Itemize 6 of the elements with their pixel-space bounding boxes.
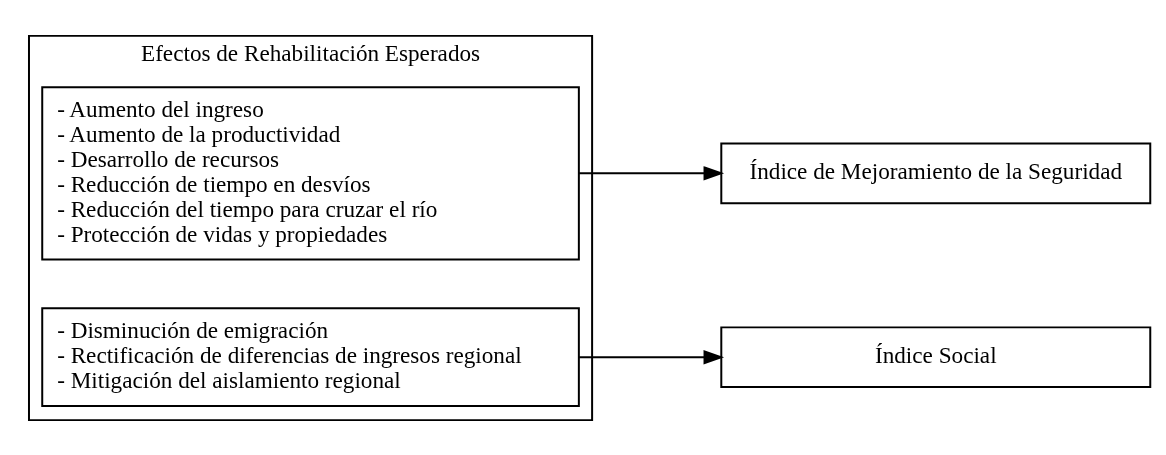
node-box: - Disminución de emigración - Rectificación de diferencias de ingresos regional - Mitigación del aislamiento regional [41,306,580,407]
arrow [578,165,725,181]
node-box: Índice Social [720,325,1152,388]
arrow [578,349,725,364]
node-box: - Aumento del ingreso - Aumento de la productividad - Desarrollo de recursos - Reducción de tiempo en desvíos - Reducción del tiempo para cruzar el río - Protección de vidas y propiedades [41,85,580,260]
node-box: Índice de Mejoramiento de la Seguridad [720,142,1152,204]
